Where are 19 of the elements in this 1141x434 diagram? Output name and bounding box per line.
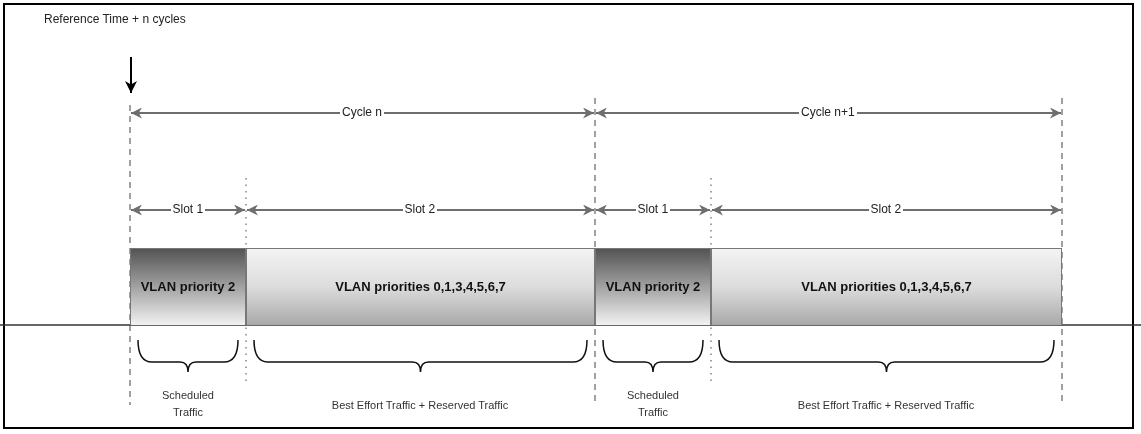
slot-priority-text: VLAN priority 2 <box>139 279 237 295</box>
traffic-caption: Scheduled Traffic <box>161 388 215 420</box>
best-effort-slot-bar <box>246 248 595 325</box>
slot-priority-text: VLAN priorities 0,1,3,4,5,6,7 <box>334 279 507 295</box>
traffic-caption: Best Effort Traffic + Reserved Traffic <box>330 398 510 413</box>
scheduled-slot-bar <box>595 248 711 325</box>
cycle-label: Cycle n+1 <box>799 105 857 119</box>
slot-priority-text: VLAN priorities 0,1,3,4,5,6,7 <box>800 279 973 295</box>
slot-priority-text: VLAN priority 2 <box>604 279 702 295</box>
slot-label: Slot 2 <box>402 202 438 216</box>
traffic-caption: Best Effort Traffic + Reserved Traffic <box>796 398 976 413</box>
best-effort-slot-bar <box>711 248 1062 325</box>
reference-time-label: Reference Time + n cycles <box>43 12 187 26</box>
slot-label: Slot 1 <box>170 202 206 216</box>
slot-label: Slot 1 <box>635 202 671 216</box>
scheduled-slot-bar <box>130 248 246 325</box>
cycle-label: Cycle n <box>340 105 384 119</box>
slot-label: Slot 2 <box>868 202 904 216</box>
traffic-caption: Scheduled Traffic <box>626 388 680 420</box>
